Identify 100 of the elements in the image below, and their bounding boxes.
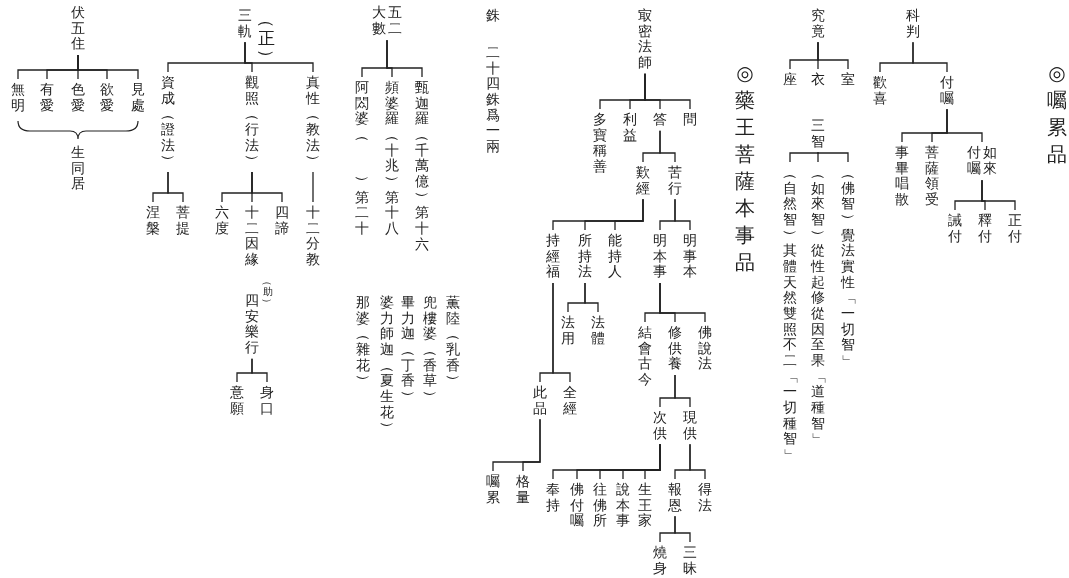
node-text: 得法 <box>697 482 713 514</box>
node-text: 欲愛 <box>99 82 115 114</box>
connector-line <box>567 282 586 313</box>
node-text: 此品 <box>532 385 548 417</box>
connector-line <box>361 39 388 78</box>
node-text: 正付 <box>1007 213 1023 245</box>
connector-line <box>659 198 676 231</box>
node-text: 三昧 <box>682 545 698 577</box>
node-text: 座 <box>782 72 798 88</box>
node-text: 觀照（行法） <box>243 75 261 170</box>
node-text: 明本事 <box>652 233 668 280</box>
section-heading: ◎藥王菩薩本事品 <box>734 60 756 276</box>
note-text: 二十四銖爲一兩 <box>485 45 501 155</box>
node-text: 誡付 <box>947 213 963 245</box>
node-text: 色愛 <box>70 82 86 114</box>
node-text: 伏五住 <box>70 5 86 52</box>
node-text: （自然智）其體天然雙照不二「一切種智」 <box>781 165 799 463</box>
connector-line <box>981 179 1016 211</box>
connector-line <box>539 282 554 383</box>
node-text: （如來智）從性起修從因至果「道種智」 <box>809 165 827 448</box>
node-text: 所持法 <box>577 233 593 280</box>
connector-line <box>789 151 819 163</box>
node-text: 報恩 <box>667 482 683 514</box>
node-text: 奉持 <box>545 482 561 514</box>
connector-line <box>152 171 169 203</box>
node-text: 結會古今 <box>637 325 653 388</box>
node-text: 歡喜 <box>872 75 888 107</box>
node-text: 十二分教 <box>305 205 321 268</box>
section-heading: ◎囑累品 <box>1046 60 1068 168</box>
node-text: 現供 <box>682 410 698 442</box>
node-text: 格量 <box>515 474 531 506</box>
node-text: 佛付囑 <box>569 482 585 529</box>
node-text: 利益 <box>622 112 638 144</box>
node-text: 頻婆羅（十兆）第十八 <box>383 80 401 237</box>
connector-line <box>552 198 644 231</box>
node-text: 菩薩領受 <box>924 145 940 208</box>
node-text: 如來付囑 <box>965 145 999 178</box>
node-text: 意願 <box>229 385 245 417</box>
annotation: （正） <box>257 10 277 68</box>
node-text: 往佛所 <box>592 482 608 529</box>
node-text: 問 <box>682 112 698 128</box>
node-text: 無明 <box>10 82 26 114</box>
node-text: 身口 <box>259 385 275 417</box>
connector-line <box>659 515 676 543</box>
node-text: 持經福 <box>545 233 561 280</box>
node-text: 五二大數 <box>370 5 404 38</box>
node-text: 說本事 <box>615 482 631 529</box>
node-text: 能持人 <box>607 233 623 280</box>
node-text: 㝡密法師 <box>637 8 653 71</box>
annotation: （助） <box>262 275 274 309</box>
note-text: 銖 <box>485 8 501 24</box>
connector-line <box>167 41 246 73</box>
connector-line <box>312 171 314 203</box>
node-text: 六度 <box>214 205 230 237</box>
connector-line <box>599 73 646 110</box>
node-text: 次供 <box>652 410 668 442</box>
node-text: 佛說法 <box>697 325 713 372</box>
node-text: 多寶稱善 <box>592 112 608 175</box>
node-text: 全經 <box>562 385 578 417</box>
node-text: 事畢唱散 <box>894 145 910 208</box>
node-text: 明事本 <box>682 233 698 280</box>
node-text: 苦行 <box>667 165 683 197</box>
node-text: 見處 <box>130 82 146 114</box>
node-text: 生王家 <box>637 482 653 529</box>
node-text: 甄迦羅（千萬億）第十六 <box>413 80 431 253</box>
connector-line <box>912 41 948 73</box>
node-text: 衣 <box>810 72 826 88</box>
connector-line <box>817 41 849 70</box>
connector-line <box>817 151 849 163</box>
connector-line <box>492 418 541 472</box>
node-text: 真性（教法） <box>304 75 322 170</box>
node-text: 四安樂行 <box>244 293 260 356</box>
node-text: 三軌 <box>237 8 253 40</box>
connector-line <box>642 130 661 163</box>
note-text: 兜樓婆（香草） <box>421 295 439 405</box>
connector-line <box>817 151 819 163</box>
connector-line <box>644 282 661 323</box>
node-text: 阿閦婆（ ）第二十 <box>353 80 371 237</box>
node-text: 有愛 <box>39 82 55 114</box>
node-text: 付囑 <box>939 75 955 107</box>
node-text: 科判 <box>905 8 921 40</box>
node-text: 涅槃 <box>145 205 161 237</box>
connector-line <box>674 443 691 480</box>
note-text: 婆力師迦（夏生花） <box>378 295 396 437</box>
node-text: 法用 <box>560 315 576 347</box>
connector-line <box>236 358 253 383</box>
node-text: 修供養 <box>667 325 683 372</box>
node-text: 釋付 <box>977 213 993 245</box>
node-text: （佛智）覺法實性「一切智」 <box>839 165 857 369</box>
connector-line <box>221 171 253 203</box>
node-text: 室 <box>840 72 856 88</box>
node-text: 法體 <box>590 315 606 347</box>
node-text: 十二因緣 <box>244 205 260 268</box>
node-text: 歎經 <box>635 165 651 197</box>
node-text: 資成（證法） <box>159 75 177 170</box>
connector-line <box>552 443 661 480</box>
connector-line <box>946 108 983 143</box>
note-text: 生同居 <box>70 145 86 192</box>
node-text: 究竟 <box>810 8 826 40</box>
node-text: 四諦 <box>274 205 290 237</box>
